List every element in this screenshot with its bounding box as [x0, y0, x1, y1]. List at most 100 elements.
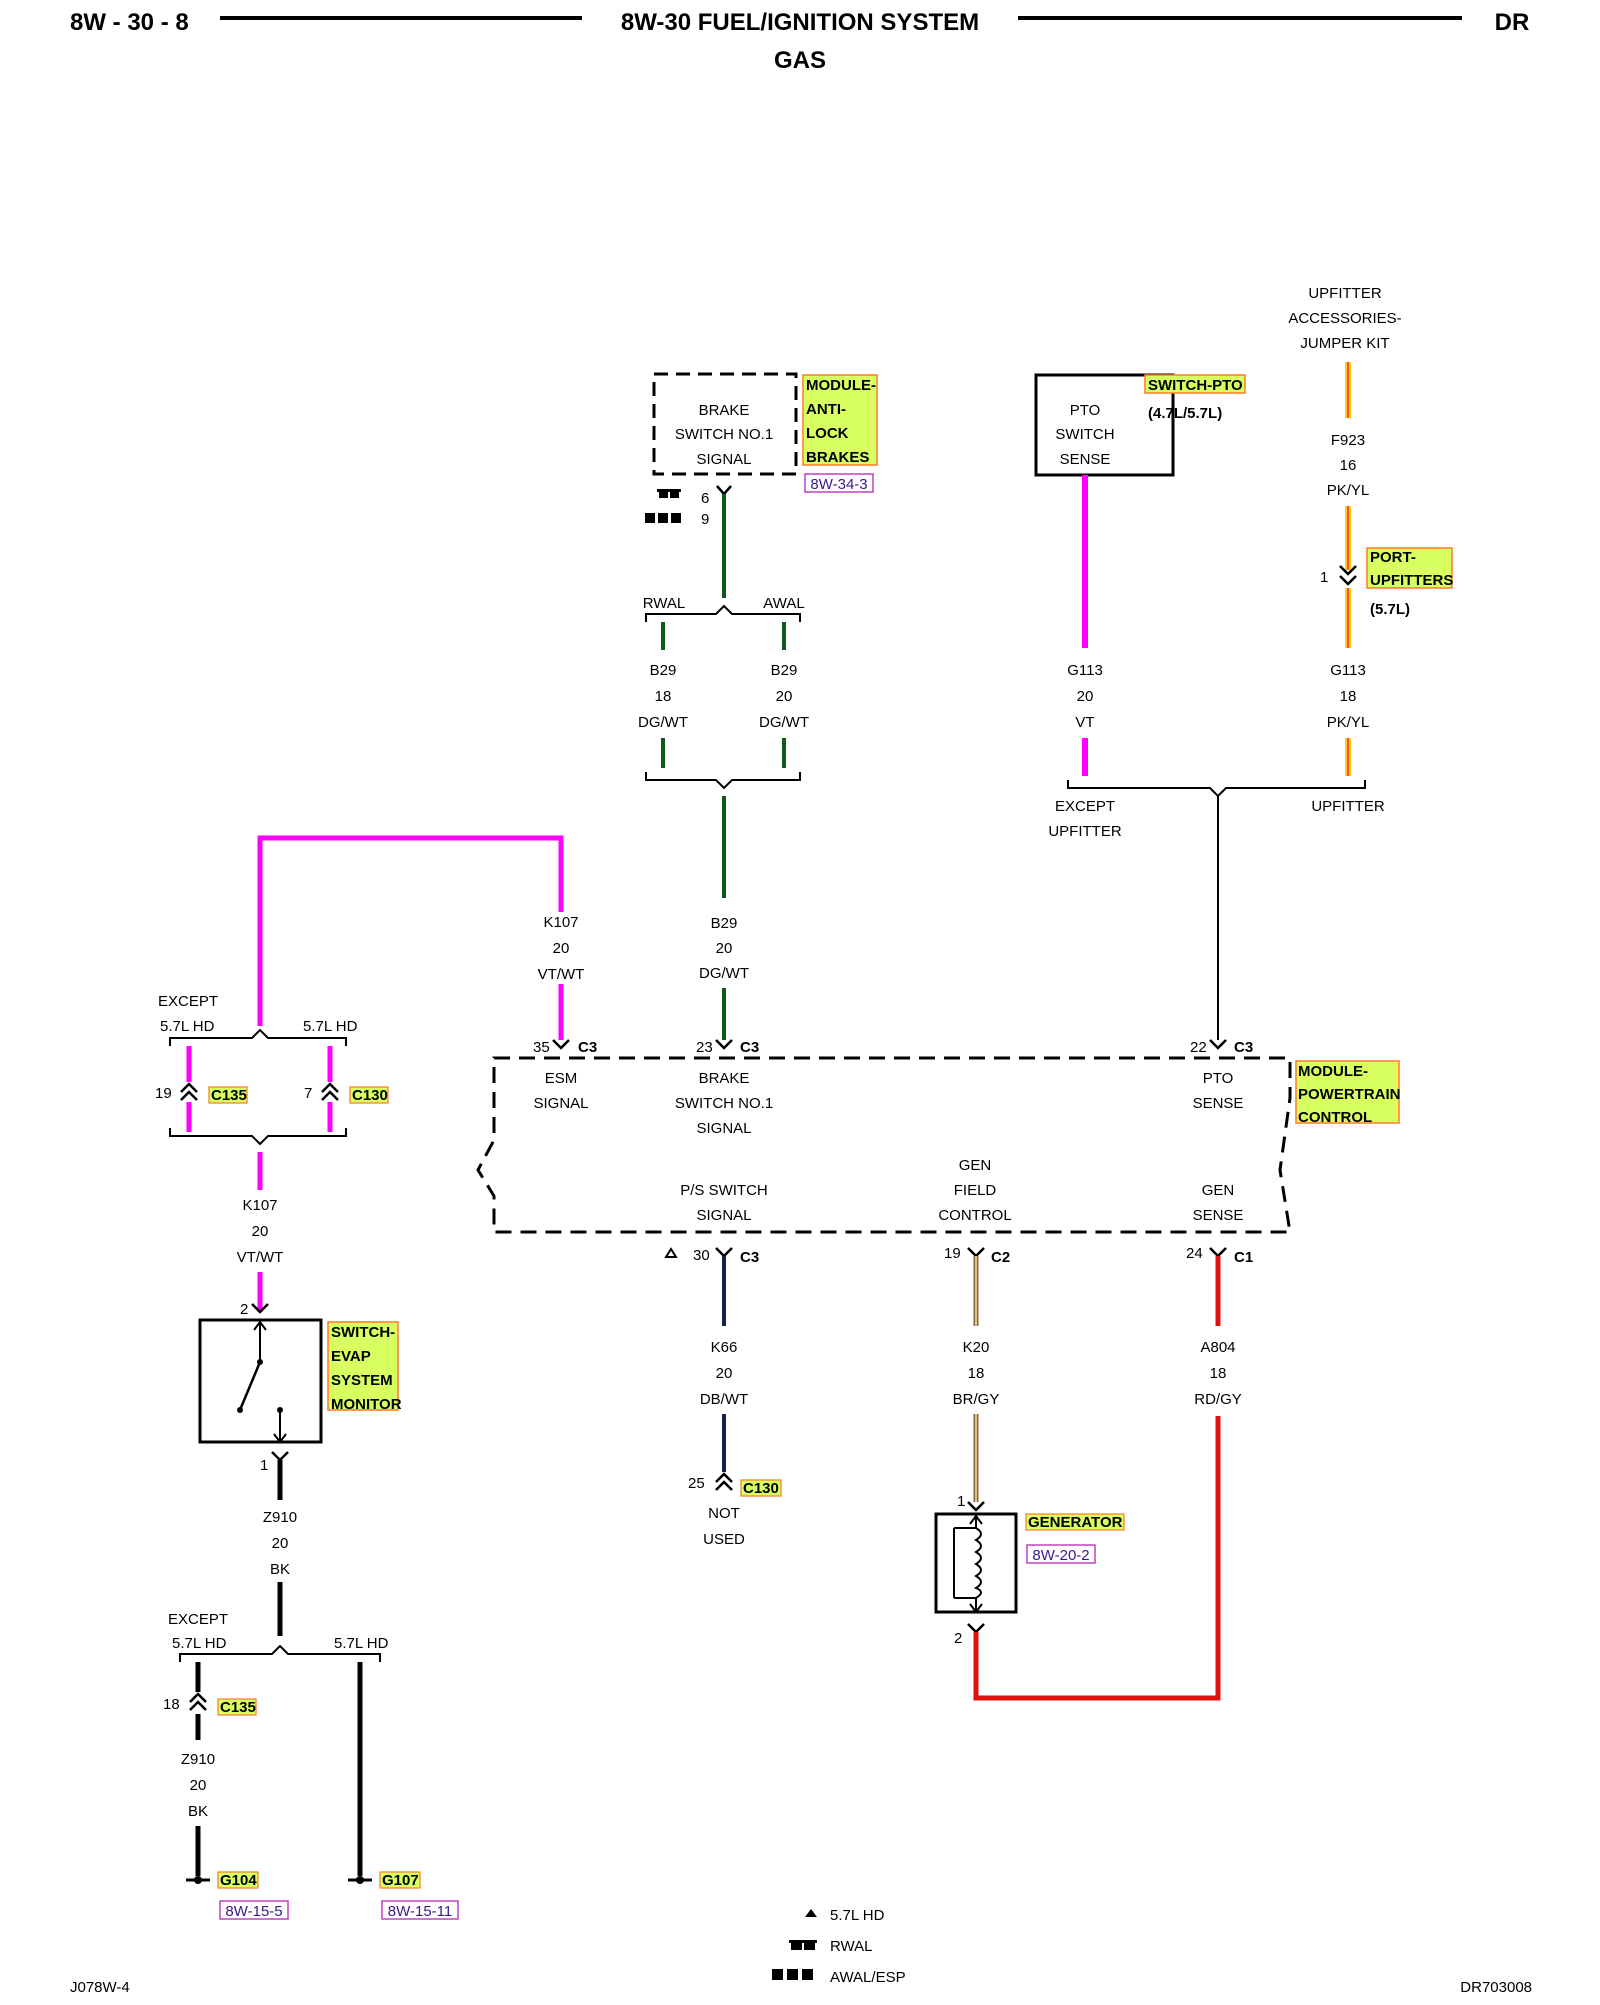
k107-top-circuit-fg: K107 [543, 914, 578, 931]
legend-triangle-label: 5.7L HD [830, 1907, 885, 1924]
c130-bottom-pin: 25 [688, 1475, 705, 1492]
upfitter-line-1: UPFITTER [1308, 285, 1381, 302]
z910-bottom-circuit: Z910 [181, 1751, 215, 1768]
pcm-field-pin: 19 [944, 1245, 961, 1262]
pcm-ps-connector [715, 1247, 733, 1258]
abs-box-line-1: BRAKE [699, 402, 750, 419]
a804-gauge: 18 [1210, 1365, 1227, 1382]
port-upfitters-pin: 1 [1320, 569, 1328, 586]
g107-ref-box[interactable] [381, 1900, 459, 1920]
rwal-awal-splice-top [645, 604, 801, 622]
pcm-field-conn: C2 [991, 1249, 1010, 1266]
except-hd-top-line-1: EXCEPT [158, 993, 218, 1010]
pcm-esm-connector [552, 1039, 570, 1050]
awal-glyph-icon [645, 513, 681, 523]
k107-bottom-gauge: 20 [252, 1223, 269, 1240]
generator-ref-link[interactable]: 8W-20-2 [1032, 1547, 1089, 1564]
b29-awal-circuit: B29 [771, 662, 798, 679]
pcm-name-line-2: POWERTRAIN [1298, 1086, 1401, 1103]
g104-highlight [217, 1871, 259, 1889]
pcm-ps-pin: 30 [693, 1247, 710, 1264]
hd-top-label: 5.7L HD [303, 1018, 358, 1035]
pcm-brake-line-2: SWITCH NO.1 [675, 1095, 773, 1112]
evap-pin-bottom: 1 [260, 1457, 268, 1474]
c130-bottom-connector [715, 1472, 733, 1491]
g113-pk-color: PK/YL [1327, 714, 1370, 731]
g113-vt-color: VT [1075, 714, 1094, 731]
abs-name-line-4: BRAKES [806, 449, 869, 466]
pto-box-line-1: PTO [1070, 402, 1101, 419]
b29-main-color: DG/WT [699, 965, 749, 982]
upfitter-line-3: JUMPER KIT [1300, 335, 1389, 352]
generator-label-highlight [1025, 1513, 1125, 1531]
z910-splice [179, 1644, 381, 1662]
k66-gauge: 20 [716, 1365, 733, 1382]
generator-pin-top: 1 [957, 1493, 965, 1510]
c135-top-name: C135 [211, 1087, 247, 1104]
pcm-ps-line-1: P/S SWITCH [680, 1182, 768, 1199]
port-upfitters-variant: (5.7L) [1370, 601, 1410, 618]
rwal-label: RWAL [643, 595, 686, 612]
pto-switch-label-highlight [1144, 374, 1246, 394]
b29-rwal-circuit: B29 [650, 662, 677, 679]
c130-top-pin: 7 [304, 1085, 312, 1102]
abs-name-line-1: MODULE- [806, 377, 876, 394]
g104-ref-box[interactable] [219, 1900, 289, 1920]
g107-ref-link[interactable]: 8W-15-11 [388, 1903, 452, 1920]
evap-name-line-3: SYSTEM [331, 1372, 393, 1389]
f923-circuit: F923 [1331, 432, 1365, 449]
g113-pk-gauge: 18 [1340, 688, 1357, 705]
except-upfitter-line-1: EXCEPT [1055, 798, 1115, 815]
legend-rwal-icon [789, 1940, 817, 1950]
abs-module-label-highlight [802, 374, 878, 466]
not-used-line-1: NOT [708, 1505, 740, 1522]
k107-bottom-circuit: K107 [242, 1197, 277, 1214]
k20-color: BR/GY [953, 1391, 1000, 1408]
abs-ref-box[interactable] [804, 473, 874, 493]
abs-name-line-3: LOCK [806, 425, 849, 442]
k107-splice-bottom [169, 1128, 347, 1146]
c130-top-highlight [349, 1086, 389, 1104]
abs-ref-link[interactable]: 8W-34-3 [810, 476, 867, 493]
pcm-field-line-2: FIELD [954, 1182, 997, 1199]
pcm-sense-line-2: SENSE [1193, 1207, 1244, 1224]
model-code: DR [1495, 9, 1530, 36]
abs-connector-chevron [716, 485, 732, 496]
k66-circuit: K66 [711, 1339, 738, 1356]
pto-switch-name: SWITCH-PTO [1148, 377, 1243, 394]
g104-ground-icon [186, 1876, 210, 1884]
pcm-pto-pin: 22 [1190, 1039, 1207, 1056]
pcm-field-line-1: GEN [959, 1157, 992, 1174]
pcm-esm-conn: C3 [578, 1039, 597, 1056]
abs-box-line-2: SWITCH NO.1 [675, 426, 773, 443]
pcm-field-connector [967, 1247, 985, 1258]
k107-upper-wire [257, 835, 564, 1040]
page-title: 8W-30 FUEL/IGNITION SYSTEM [621, 9, 979, 36]
page-subtitle: GAS [774, 47, 826, 74]
a804-color: RD/GY [1194, 1391, 1242, 1408]
g104-ref-link[interactable]: 8W-15-5 [225, 1903, 282, 1920]
z910-top-color: BK [270, 1561, 290, 1578]
abs-pin-rwal: 6 [701, 490, 709, 507]
except-hd-bottom-line-1: EXCEPT [168, 1611, 228, 1628]
z910-bottom-gauge: 20 [190, 1777, 207, 1794]
pcm-field-line-3: CONTROL [938, 1207, 1011, 1224]
port-upfitters-name-1: PORT- [1370, 549, 1416, 566]
g113-vt-circuit: G113 [1067, 662, 1103, 679]
evap-switch-contact-icon [237, 1320, 287, 1444]
pcm-brake-line-3: SIGNAL [696, 1120, 751, 1137]
hd-bottom-label: 5.7L HD [334, 1635, 389, 1652]
k20-gauge: 18 [968, 1365, 985, 1382]
generator-ref-box[interactable] [1026, 1544, 1096, 1564]
pcm-pto-conn: C3 [1234, 1039, 1253, 1056]
k107-top-gauge-fg: 20 [553, 940, 570, 957]
generator-coil-icon [953, 1514, 983, 1614]
pto-box-line-3: SENSE [1060, 451, 1111, 468]
g113-pk-circuit: G113 [1330, 662, 1366, 679]
c135-top-pin: 19 [155, 1085, 172, 1102]
generator-name: GENERATOR [1028, 1514, 1123, 1531]
pcm-brake-connector [715, 1039, 733, 1050]
except-hd-top-line-2: 5.7L HD [160, 1018, 215, 1035]
pcm-sense-pin: 24 [1186, 1245, 1203, 1262]
abs-module-box [652, 372, 798, 476]
